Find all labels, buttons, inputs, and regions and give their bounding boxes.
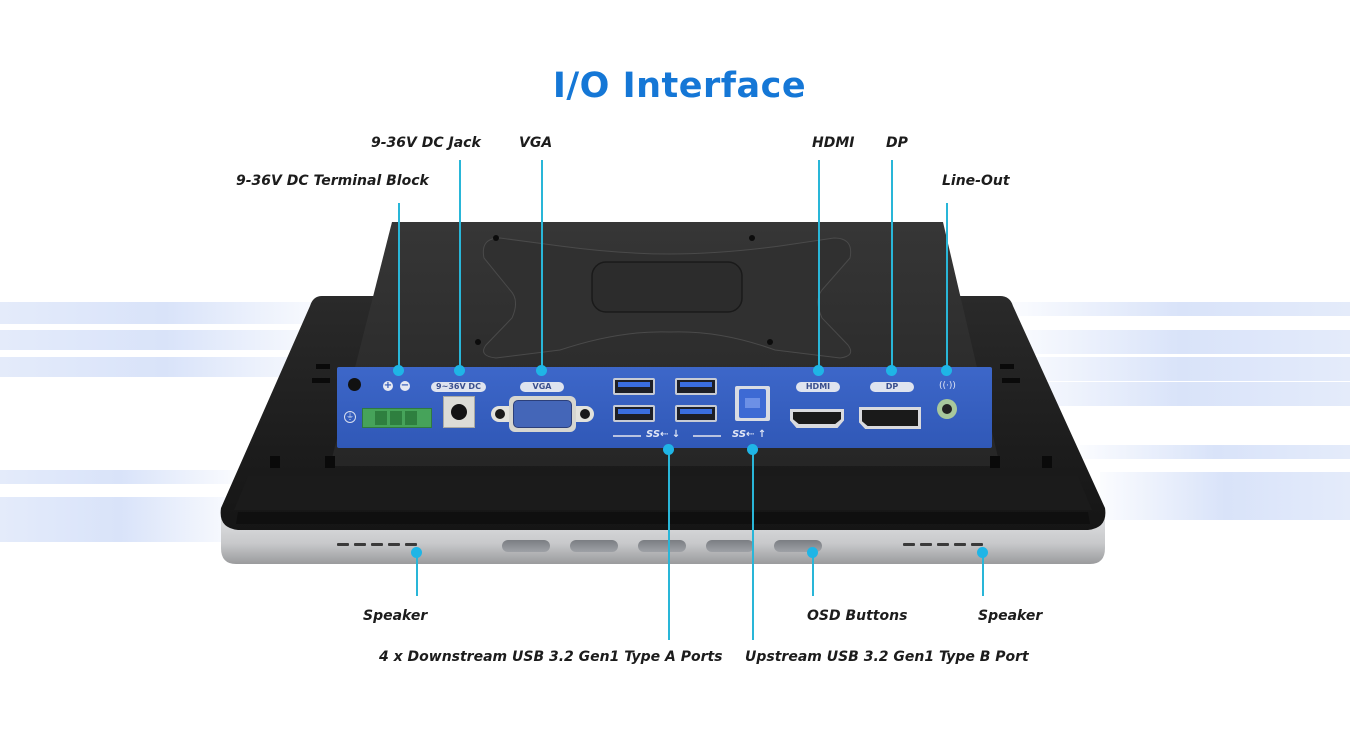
leader-line-hdmi [818, 160, 820, 370]
leader-line-speaker-right [982, 552, 984, 596]
usb-a-port[interactable] [675, 405, 717, 422]
hdmi-port[interactable] [790, 409, 844, 428]
callout-dot-dc-jack [454, 365, 465, 376]
label-usb-b: Upstream USB 3.2 Gen1 Type B Port [745, 649, 1029, 665]
callout-dot-usb-b [747, 444, 758, 455]
usb-b-port[interactable] [735, 386, 770, 421]
dc-jack-marking: 9~36V DC [431, 382, 486, 392]
callout-dot-usb-a [663, 444, 674, 455]
terminal-minus-icon: − [400, 380, 410, 391]
page-title: I/O Interface [552, 66, 807, 106]
callout-dot-line-out [941, 365, 952, 376]
hdmi-marking: HDMI [796, 382, 840, 392]
line-out-icon: ((·)) [939, 381, 956, 391]
terminal-block[interactable] [362, 408, 432, 428]
osd-button[interactable] [570, 540, 618, 552]
label-usb-a: 4 x Downstream USB 3.2 Gen1 Type A Ports [379, 649, 723, 665]
usb-a-port[interactable] [675, 378, 717, 395]
leader-line-vga [541, 160, 543, 370]
label-speaker-right: Speaker [978, 608, 1043, 624]
usb-superspeed-down-marking: SS⇠ ↓ [646, 429, 681, 440]
screw-hole [348, 378, 361, 391]
terminal-plus-icon: + [383, 380, 393, 391]
leader-line-speaker-left [416, 552, 418, 596]
callout-dot-vga [536, 365, 547, 376]
usb-a-port[interactable] [613, 378, 655, 395]
usb-divider [693, 435, 721, 437]
leader-line-dc-jack [459, 160, 461, 370]
line-out-port[interactable] [937, 399, 957, 419]
osd-button[interactable] [502, 540, 550, 552]
label-vga: VGA [519, 135, 553, 151]
usb-divider [613, 435, 641, 437]
callout-dot-terminal-block [393, 365, 404, 376]
osd-button[interactable] [638, 540, 686, 552]
label-osd-buttons: OSD Buttons [807, 608, 908, 624]
callout-dot-dp [886, 365, 897, 376]
label-dc-jack: 9-36V DC Jack [371, 135, 481, 151]
leader-line-terminal-block [398, 203, 400, 370]
leader-line-usb-a [668, 449, 670, 640]
leader-line-usb-b [752, 449, 754, 640]
label-line-out: Line-Out [942, 173, 1010, 189]
callout-dot-speaker-left [411, 547, 422, 558]
vga-port[interactable] [491, 396, 594, 432]
callout-dot-osd [807, 547, 818, 558]
label-speaker-left: Speaker [363, 608, 428, 624]
displayport-port[interactable] [859, 407, 921, 429]
ground-icon: ⏚ [344, 411, 356, 423]
callout-dot-hdmi [813, 365, 824, 376]
label-dp: DP [886, 135, 908, 151]
usb-a-port[interactable] [613, 405, 655, 422]
leader-line-line-out [946, 203, 948, 370]
callout-dot-speaker-right [977, 547, 988, 558]
dc-jack-port[interactable] [443, 396, 475, 428]
leader-line-dp [891, 160, 893, 370]
dp-marking: DP [870, 382, 914, 392]
vga-marking: VGA [520, 382, 564, 392]
leader-line-osd [812, 552, 814, 596]
label-terminal-block: 9-36V DC Terminal Block [236, 173, 429, 189]
osd-button[interactable] [706, 540, 754, 552]
usb-superspeed-up-marking: SS⇠ ↑ [732, 429, 767, 440]
label-hdmi: HDMI [812, 135, 855, 151]
